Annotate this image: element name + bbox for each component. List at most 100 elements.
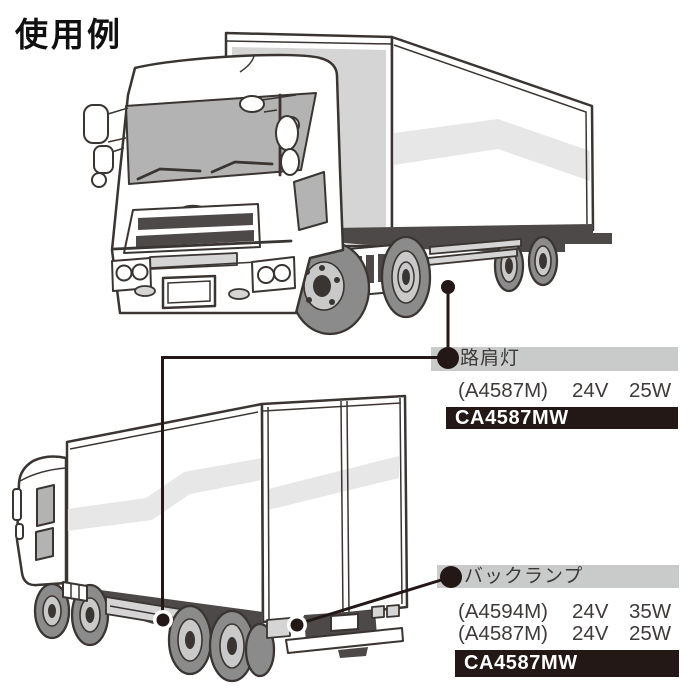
- rear-wheel: [493, 239, 525, 293]
- guard-rail: [105, 596, 199, 630]
- wheel-hub: [177, 618, 203, 662]
- bumper-marker: [228, 288, 250, 300]
- spec-row: (A4587M) 24V 25W: [458, 380, 671, 402]
- mirror-arm: [107, 107, 129, 153]
- chassis: [85, 588, 263, 647]
- cab-body: [110, 53, 345, 315]
- guard-rail: [427, 248, 518, 266]
- cab-window: [36, 484, 55, 527]
- cargo-box-side: [65, 402, 265, 624]
- wiper: [210, 160, 274, 174]
- rear-bumper-assembly: [266, 604, 404, 658]
- leader-line-back-lamp: [297, 575, 452, 626]
- back-lamp-label: バックランプ: [464, 566, 584, 587]
- cab-body: [15, 455, 68, 587]
- truck-rear-view-illustration: [12, 394, 409, 683]
- hub-center: [505, 258, 513, 274]
- tail-lamp: [371, 605, 385, 619]
- side-marker-label-bar: 路肩灯: [431, 347, 678, 371]
- callout-leader-lines: [153, 280, 462, 635]
- tail-lamp: [266, 617, 291, 639]
- license-plate-inner: [167, 280, 211, 304]
- spec-row: (A4594M) 24V 35W: [458, 601, 671, 623]
- wheel-hub: [42, 595, 62, 627]
- side-guard-rails: [62, 581, 199, 630]
- cab: [83, 53, 345, 315]
- cab-roof-line: [19, 467, 67, 482]
- lug-hole: [334, 277, 340, 283]
- maker-emblem-inner: [182, 211, 204, 223]
- swoosh-stripe: [67, 458, 262, 531]
- head-lamp: [273, 264, 291, 282]
- box-front-lip: [225, 40, 393, 45]
- grille-slat: [136, 230, 254, 247]
- rear-wheel-partial: [244, 622, 276, 678]
- tire: [167, 604, 213, 676]
- product-code: CA4587MW: [455, 407, 569, 429]
- wheel-hub: [500, 249, 518, 283]
- wheel-hub: [303, 261, 345, 311]
- box-side-edge-line: [393, 44, 588, 225]
- lug-hole: [304, 269, 310, 275]
- tire: [527, 235, 559, 287]
- windshield: [125, 92, 317, 185]
- guard-slats: [70, 584, 80, 600]
- tire: [289, 240, 371, 336]
- hub-ring: [397, 261, 415, 293]
- bumper-shadow: [338, 647, 368, 658]
- step-slat: [378, 254, 386, 282]
- front-wheel: [289, 240, 371, 336]
- hub-center: [48, 604, 56, 618]
- chassis: [330, 224, 612, 252]
- side-mirror: [12, 488, 22, 521]
- cargo-box-front: [224, 31, 394, 248]
- wattage: 25W: [629, 379, 672, 402]
- fog-lamp-housing: [111, 257, 152, 292]
- round-mirror: [282, 116, 300, 134]
- hub-center: [85, 607, 95, 623]
- lug-hole: [329, 299, 335, 305]
- hub-center: [539, 253, 547, 269]
- lamp-location-dot: [156, 613, 170, 627]
- step-bumper: [285, 627, 404, 654]
- side-mirror: [280, 148, 300, 176]
- page-title: 使用例: [15, 18, 123, 54]
- lamp-location-dot-ring: [153, 610, 173, 630]
- rear-wheel: [208, 609, 256, 683]
- mirror-arm: [261, 94, 297, 113]
- cargo-box-side: [390, 35, 595, 245]
- fog-lamp: [131, 263, 149, 281]
- round-mirror: [91, 172, 107, 188]
- rear-license-plate: [330, 613, 359, 632]
- box-side-panel: [390, 35, 595, 245]
- lamp-location-dot: [290, 618, 304, 632]
- head-lamp-housing: [251, 256, 296, 293]
- grille: [123, 203, 261, 254]
- cab-step-box: [347, 244, 395, 297]
- hub-center: [402, 269, 410, 285]
- guard-rail: [429, 238, 522, 255]
- bumper-top-edge: [112, 239, 293, 251]
- license-plate: [161, 274, 217, 310]
- cargo-box-rear: [260, 394, 409, 624]
- truck-front-view-illustration: [83, 31, 612, 336]
- guard-box: [62, 581, 88, 602]
- tire: [70, 583, 110, 647]
- product-code-bar: CA4587MW: [455, 650, 679, 677]
- cab: [12, 455, 68, 587]
- leader-line-side-marker-rear-truck: [161, 356, 448, 620]
- side-mirror: [15, 523, 24, 540]
- voltage: 24V: [572, 622, 609, 645]
- voltage: 24V: [572, 379, 609, 402]
- side-mirror: [93, 145, 114, 174]
- grille-slat: [138, 213, 253, 230]
- product-code: CA4587MW: [464, 652, 578, 674]
- side-mirror: [83, 104, 109, 144]
- lug-hole: [306, 297, 312, 303]
- spec-row: (A4587M) 24V 25W: [458, 623, 671, 645]
- fog-lamp: [115, 264, 133, 282]
- tire: [208, 609, 256, 683]
- tire: [380, 235, 432, 319]
- wiper: [136, 167, 202, 181]
- wheel-hub: [79, 597, 101, 633]
